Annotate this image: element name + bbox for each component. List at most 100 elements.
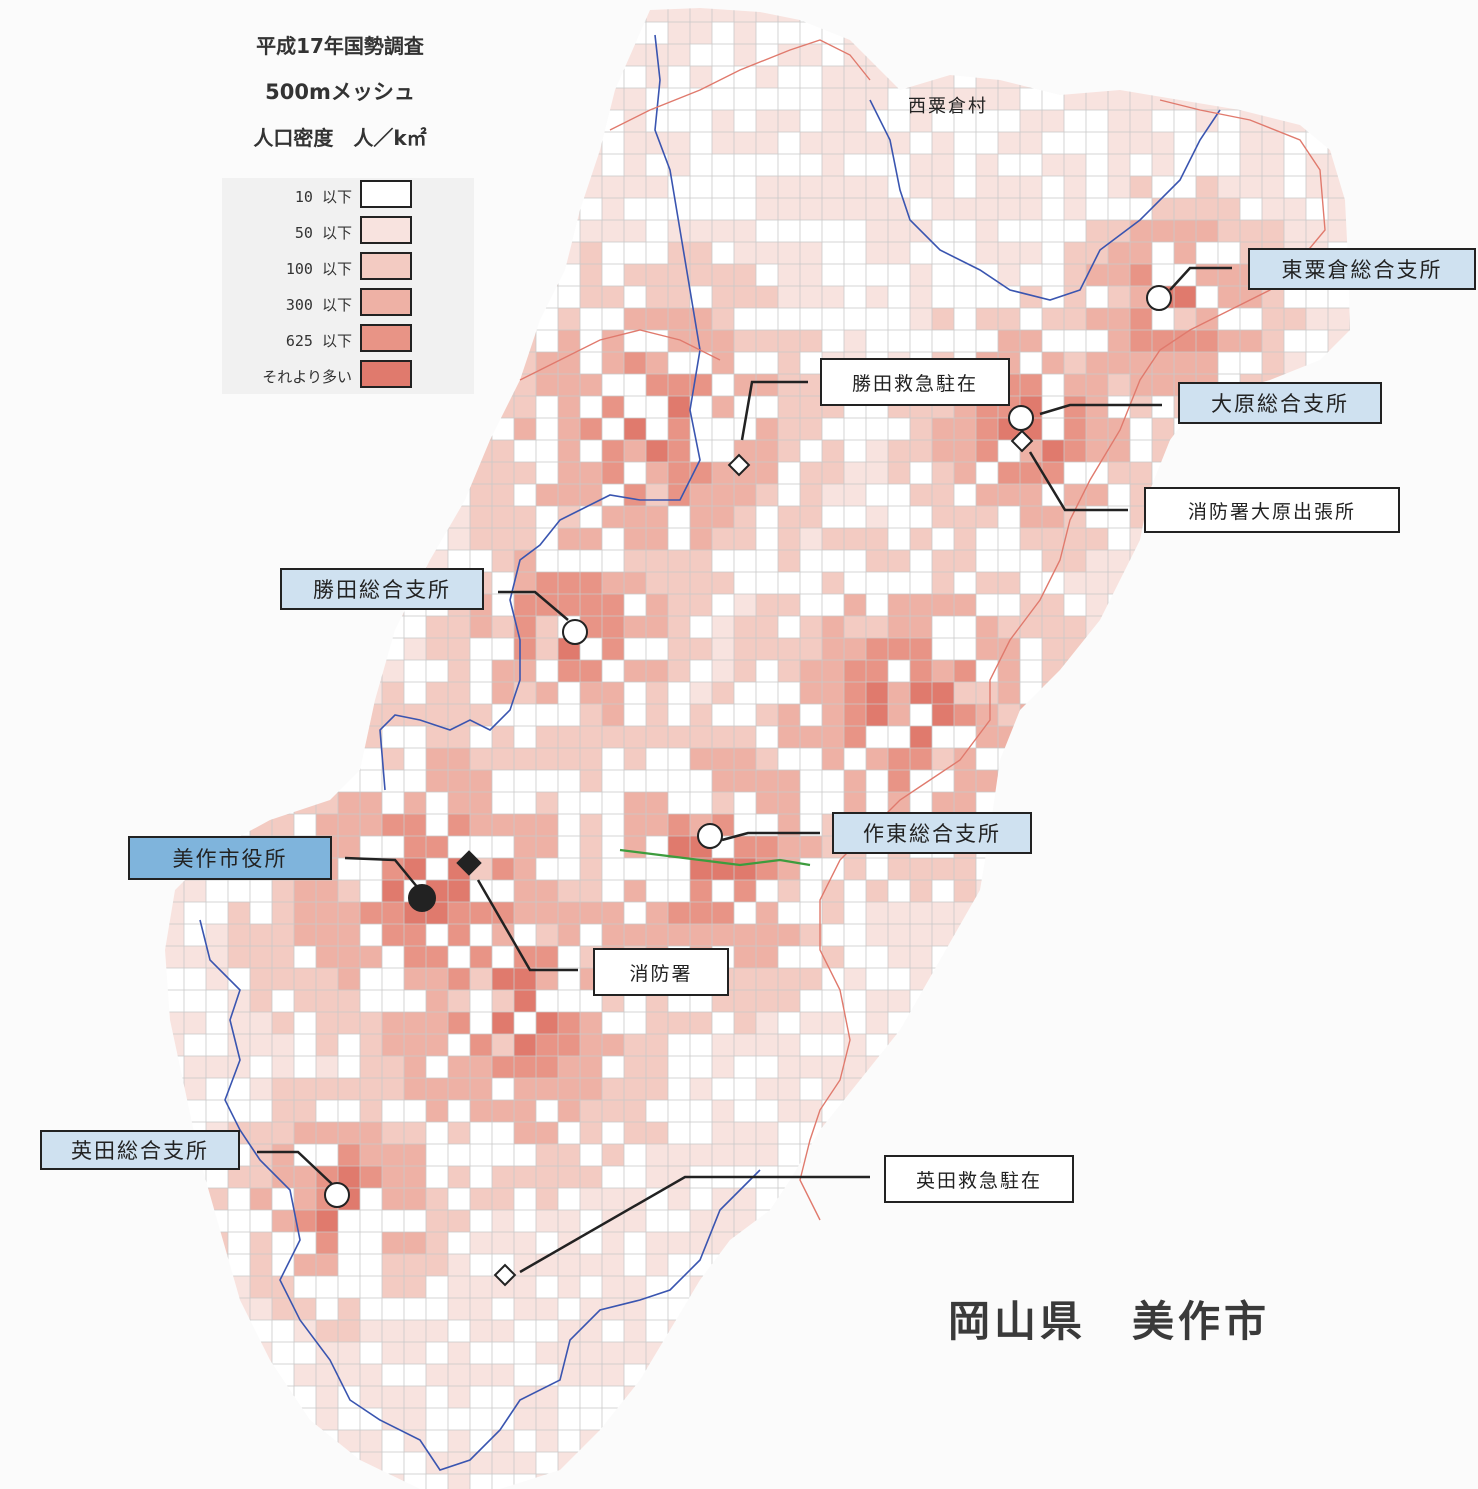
mesh-cell xyxy=(1240,792,1262,814)
mesh-cell xyxy=(250,1034,272,1056)
mesh-cell xyxy=(448,770,470,792)
mesh-cell xyxy=(668,154,690,176)
mesh-cell xyxy=(910,1364,932,1386)
mesh-cell xyxy=(1174,924,1196,946)
mesh-cell xyxy=(294,880,316,902)
mesh-cell xyxy=(712,924,734,946)
mesh-cell xyxy=(1108,704,1130,726)
mesh-cell xyxy=(536,176,558,198)
mesh-cell xyxy=(514,418,536,440)
mesh-cell xyxy=(580,286,602,308)
mesh-cell xyxy=(778,1034,800,1056)
mesh-cell xyxy=(558,1452,580,1474)
mesh-cell xyxy=(1306,616,1328,638)
mesh-cell xyxy=(712,1056,734,1078)
mesh-cell xyxy=(426,726,448,748)
mesh-cell xyxy=(998,660,1020,682)
mesh-cell xyxy=(558,1144,580,1166)
mesh-cell xyxy=(360,946,382,968)
mesh-cell xyxy=(690,880,712,902)
mesh-cell xyxy=(514,990,536,1012)
mesh-cell xyxy=(294,616,316,638)
mesh-cell xyxy=(316,1474,338,1489)
mesh-cell xyxy=(228,8,250,22)
mesh-cell xyxy=(1086,396,1108,418)
mesh-cell xyxy=(910,1386,932,1408)
mesh-cell xyxy=(778,990,800,1012)
mesh-cell xyxy=(1086,660,1108,682)
mesh-cell xyxy=(1284,1342,1306,1364)
mesh-cell xyxy=(165,1342,184,1364)
mesh-cell xyxy=(866,748,888,770)
mesh-cell xyxy=(558,396,580,418)
mesh-cell xyxy=(514,616,536,638)
mesh-cell xyxy=(316,968,338,990)
mesh-cell xyxy=(602,88,624,110)
mesh-cell xyxy=(580,1430,602,1452)
mesh-cell xyxy=(1174,704,1196,726)
mesh-cell xyxy=(1328,990,1350,1012)
mesh-cell xyxy=(712,462,734,484)
mesh-cell xyxy=(690,1430,712,1452)
mesh-cell xyxy=(690,902,712,924)
mesh-cell xyxy=(844,682,866,704)
mesh-cell xyxy=(1262,550,1284,572)
mesh-cell xyxy=(1218,924,1240,946)
mesh-cell xyxy=(976,8,998,22)
mesh-cell xyxy=(514,682,536,704)
mesh-cell xyxy=(184,440,206,462)
mesh-cell xyxy=(976,968,998,990)
label-fire-ohara: 消防署大原出張所 xyxy=(1144,487,1400,533)
mesh-cell xyxy=(404,528,426,550)
mesh-cell xyxy=(800,462,822,484)
mesh-cell xyxy=(800,132,822,154)
mesh-cell xyxy=(448,396,470,418)
mesh-cell xyxy=(1306,8,1328,22)
mesh-cell xyxy=(1064,242,1086,264)
mesh-cell xyxy=(712,682,734,704)
mesh-cell xyxy=(668,836,690,858)
boundary-north xyxy=(609,39,871,131)
mesh-cell xyxy=(1284,1364,1306,1386)
mesh-cell xyxy=(492,1210,514,1232)
mesh-cell xyxy=(1152,330,1174,352)
mesh-cell xyxy=(844,66,866,88)
mesh-cell xyxy=(426,418,448,440)
mesh-cell xyxy=(165,66,184,88)
mesh-cell xyxy=(888,242,910,264)
mesh-cell xyxy=(602,220,624,242)
leader-sakuto xyxy=(721,831,820,842)
mesh-cell xyxy=(756,1364,778,1386)
mesh-cell xyxy=(1152,1210,1174,1232)
mesh-cell xyxy=(998,1012,1020,1034)
mesh-cell xyxy=(1152,374,1174,396)
mesh-cell xyxy=(690,22,712,44)
mesh-cell xyxy=(404,1386,426,1408)
mesh-cell xyxy=(1086,1430,1108,1452)
mesh-cell xyxy=(404,154,426,176)
mesh-cell xyxy=(1284,8,1306,22)
mesh-cell xyxy=(206,968,228,990)
mesh-cell xyxy=(1196,66,1218,88)
mesh-cell xyxy=(558,374,580,396)
mesh-cell xyxy=(1240,88,1262,110)
mesh-cell xyxy=(140,968,162,990)
mesh-cell xyxy=(822,638,844,660)
mesh-cell xyxy=(470,704,492,726)
mesh-cell xyxy=(184,352,206,374)
mesh-cell xyxy=(866,1342,888,1364)
mesh-cell xyxy=(866,1364,888,1386)
mesh-cell xyxy=(646,374,668,396)
mesh-cell xyxy=(932,506,954,528)
mesh-cell xyxy=(1130,1210,1152,1232)
mesh-cell xyxy=(734,132,756,154)
mesh-cell xyxy=(866,1210,888,1232)
mesh-cell xyxy=(1020,330,1042,352)
mesh-cell xyxy=(1020,528,1042,550)
mesh-cell xyxy=(360,1144,382,1166)
mesh-cell xyxy=(866,88,888,110)
mesh-cell xyxy=(404,968,426,990)
mesh-cell xyxy=(470,1056,492,1078)
mesh-cell xyxy=(1174,990,1196,1012)
mesh-cell xyxy=(470,1100,492,1122)
